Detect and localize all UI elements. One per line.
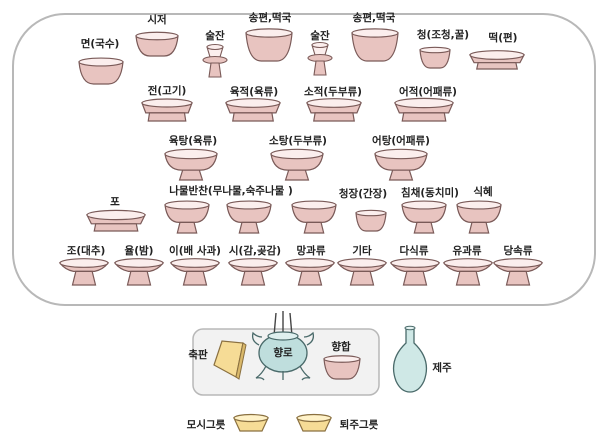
- label-po: 포: [110, 196, 120, 208]
- wine-bottle: [392, 325, 428, 393]
- vessel-manggwa: [284, 258, 336, 286]
- vessel-sojeok: [306, 98, 362, 122]
- vessel-yuktang: [164, 148, 218, 181]
- label-dasik: 다식류: [399, 245, 429, 257]
- label-songpyeon-left: 송편,떡국: [248, 12, 292, 24]
- vessel-layer: [58, 28, 544, 432]
- vessel-yul: [113, 258, 165, 286]
- label-suljan-left: 술잔: [205, 30, 225, 42]
- label-jo: 조(대추): [66, 245, 106, 257]
- label-toeju: 퇴주그릇: [339, 419, 379, 431]
- label-cheong: 청(조청,꿀): [416, 29, 470, 41]
- vessel-suljan-right: [307, 41, 333, 76]
- vessel-eojeok: [394, 97, 454, 122]
- vessel-jeon: [141, 98, 193, 122]
- vessel-namul-3: [291, 200, 337, 234]
- vessel-i: [169, 258, 221, 286]
- label-chukpan: 축판: [188, 349, 208, 361]
- label-yul: 율(밤): [124, 245, 154, 257]
- vessel-cheongjang: [355, 209, 387, 232]
- label-jeon: 전(고기): [147, 85, 187, 97]
- vessel-dangsok: [492, 258, 544, 286]
- label-tteok: 떡(편): [488, 32, 518, 44]
- label-jeju: 제주: [432, 362, 452, 374]
- label-yuktang: 육탕(육류): [168, 135, 218, 147]
- label-suljan-right: 술잔: [310, 30, 330, 42]
- vessel-cheong: [419, 46, 451, 69]
- label-eotang: 어탕(어패류): [372, 135, 430, 147]
- vessel-chimchae: [401, 200, 447, 234]
- label-sotang: 소탕(두부류): [269, 135, 327, 147]
- label-eojeok: 어적(어패류): [399, 86, 457, 98]
- vessel-yukjeok: [225, 98, 281, 122]
- label-siju: 시저: [147, 14, 167, 26]
- incense-box: [323, 355, 361, 380]
- vessel-tteok: [469, 50, 525, 70]
- vessel-gita: [336, 258, 388, 286]
- vessel-dasik: [389, 258, 441, 286]
- label-i: 이(배 사과): [169, 245, 221, 257]
- label-hyangro: 향로: [273, 347, 293, 359]
- prayer-board: [213, 340, 247, 380]
- label-si: 시(감,곶감): [228, 245, 282, 257]
- vessel-sotang: [270, 148, 324, 181]
- basket-toeju: [296, 413, 332, 432]
- vessel-si: [227, 258, 279, 286]
- vessel-namul-2: [226, 200, 272, 234]
- vessel-siju: [135, 31, 179, 57]
- vessel-yugwa: [442, 258, 494, 286]
- vessel-suljan-left: [202, 43, 228, 78]
- vessel-myeon: [78, 57, 124, 85]
- label-gita: 기타: [352, 245, 372, 257]
- label-manggwa: 망과류: [296, 245, 326, 257]
- label-mosi: 모시그릇: [186, 419, 226, 431]
- label-namul: 나물반찬(무나물,숙주나물 ): [169, 185, 293, 197]
- label-yukjeok: 육적(육류): [229, 86, 279, 98]
- label-myeon: 면(국수): [80, 38, 120, 50]
- label-dangsok: 당속류: [503, 245, 533, 257]
- label-chimchae: 침채(동치미): [401, 187, 459, 199]
- label-songpyeon-right: 송편,떡국: [352, 12, 396, 24]
- label-sojeok: 소적(두부류): [304, 86, 362, 98]
- incense-burner: [251, 311, 315, 381]
- vessel-songpyeon-left: [245, 28, 293, 62]
- basket-mosi: [233, 413, 269, 432]
- vessel-sikhye: [456, 200, 502, 234]
- vessel-jo: [58, 258, 110, 286]
- label-hyanghap: 향합: [331, 341, 351, 353]
- vessel-po: [86, 209, 146, 232]
- vessel-songpyeon-right: [351, 28, 399, 62]
- label-cheongjang: 청장(간장): [338, 188, 388, 200]
- vessel-eotang: [374, 148, 428, 181]
- label-yugwa: 유과류: [452, 245, 482, 257]
- vessel-namul-1: [164, 200, 210, 234]
- label-sikhye: 식혜: [473, 186, 493, 198]
